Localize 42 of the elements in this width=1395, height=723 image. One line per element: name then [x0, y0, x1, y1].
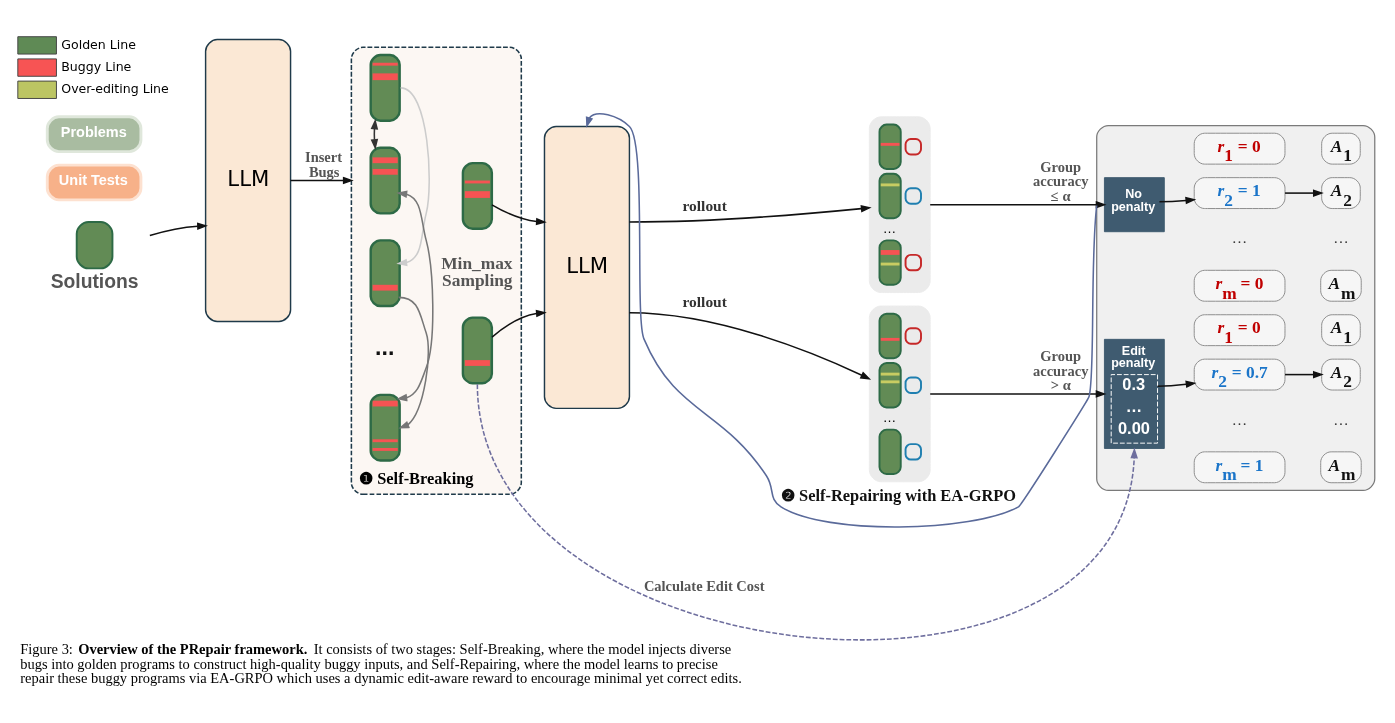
- arrow: [491, 204, 547, 226]
- edge-label: rollout: [682, 292, 727, 310]
- arrow: [628, 204, 872, 223]
- arrow: [1158, 196, 1197, 205]
- arrow: [397, 296, 430, 429]
- node-box: …: [868, 305, 931, 483]
- legend-label: Golden Line: [61, 36, 136, 52]
- arrow: [585, 113, 1098, 528]
- edge-label: ❷ Self-Repairing with EA-GRPO: [781, 485, 1017, 505]
- arrow: [628, 312, 872, 380]
- edge-label: rollout: [682, 197, 727, 215]
- arrow: [1156, 380, 1197, 389]
- label: ...: [375, 334, 395, 361]
- label: …: [1231, 410, 1248, 428]
- edge-label: Group accuracy ≤ α: [1032, 158, 1089, 204]
- node-label: Solutions: [50, 270, 139, 292]
- arrow: [396, 87, 430, 267]
- arrow: [396, 190, 434, 402]
- node-box: Problems: [45, 115, 143, 154]
- edge-label: Group accuracy > α: [1032, 348, 1089, 394]
- caption: Figure 3: Overview of the PRepair framework. It consists of two stages: Self-Breaking, where the model injects diverse bugs into golden programs to construct high-quality buggy inputs, and Self-Repairing, where the model learns to precise repair these buggy programs via EA-GRPO which uses a dynamic edit-aware reward to encourage minimal yet correct edits.: [20, 641, 742, 687]
- node-box: No penalty: [1103, 177, 1165, 233]
- arrow: [289, 176, 354, 185]
- node-box: LLM: [543, 125, 631, 410]
- edge-label: Calculate Edit Cost: [643, 577, 765, 594]
- node-box: LLM: [204, 38, 292, 323]
- label: …: [1333, 410, 1349, 428]
- edge-label: Insert Bugs: [305, 149, 343, 180]
- arrow: [476, 383, 1138, 641]
- arrow: [149, 222, 208, 237]
- arrow: [1284, 189, 1324, 197]
- label: Min_max Sampling: [441, 253, 513, 291]
- arrow: [1284, 370, 1324, 379]
- arrow: [491, 309, 547, 338]
- label: …: [1333, 229, 1349, 247]
- legend-label: Buggy Line: [61, 58, 132, 74]
- node-box: Unit Tests: [45, 163, 143, 202]
- arrow: [929, 390, 1107, 398]
- node-box: …: [868, 116, 931, 293]
- node-box: Edit penalty 0.3 … 0.00: [1103, 338, 1165, 449]
- legend-label: Over-editing Line: [61, 81, 169, 97]
- label: …: [1231, 229, 1248, 247]
